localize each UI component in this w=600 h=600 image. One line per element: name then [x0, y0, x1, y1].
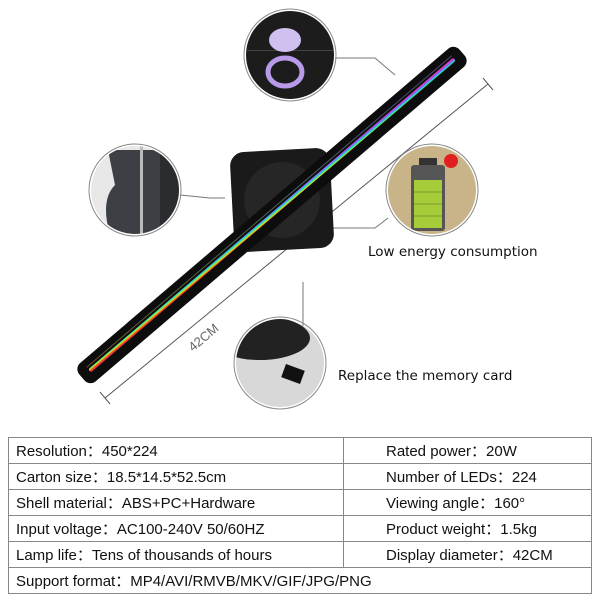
table-row: Support format：MP4/AVI/RMVB/MKV/GIF/JPG/… — [8, 567, 592, 594]
memory-card-label: Replace the memory card — [338, 368, 512, 384]
product-illustration: 42CM — [77, 8, 538, 410]
battery-icon — [411, 154, 458, 231]
battery-circle — [385, 143, 479, 237]
spec-cell: Display diameter：42CM — [343, 541, 592, 568]
hologram-ring-circle — [243, 8, 337, 102]
table-row: Lamp life：Tens of thousands of hours Dis… — [8, 541, 592, 568]
dimension-label: 42CM — [185, 321, 221, 355]
spec-cell: Resolution：450*224 — [8, 437, 344, 464]
spec-cell: Product weight：1.5kg — [343, 515, 592, 542]
edge-detail-circle — [88, 143, 182, 237]
spec-cell: Carton size：18.5*14.5*52.5cm — [8, 463, 344, 490]
table-row: Carton size：18.5*14.5*52.5cm Number of L… — [8, 463, 592, 490]
table-row: Input voltage：AC100-240V 50/60HZ Product… — [8, 515, 592, 542]
spec-cell: Rated power：20W — [343, 437, 592, 464]
spec-cell: Lamp life：Tens of thousands of hours — [8, 541, 344, 568]
memory-card-icon — [281, 364, 305, 384]
led-blade — [77, 46, 467, 384]
table-row: Shell material：ABS+PC+Hardware Viewing a… — [8, 489, 592, 516]
support-format-cell: Support format：MP4/AVI/RMVB/MKV/GIF/JPG/… — [8, 567, 592, 594]
spec-cell: Input voltage：AC100-240V 50/60HZ — [8, 515, 344, 542]
battery-label: Low energy consumption — [368, 244, 538, 260]
spec-table: Resolution：450*224 Rated power：20W Carto… — [8, 437, 592, 594]
spec-cell: Number of LEDs：224 — [343, 463, 592, 490]
spec-cell: Viewing angle：160° — [343, 489, 592, 516]
memory-card-circle — [233, 316, 327, 410]
spec-cell: Shell material：ABS+PC+Hardware — [8, 489, 344, 516]
table-row: Resolution：450*224 Rated power：20W — [8, 437, 592, 464]
